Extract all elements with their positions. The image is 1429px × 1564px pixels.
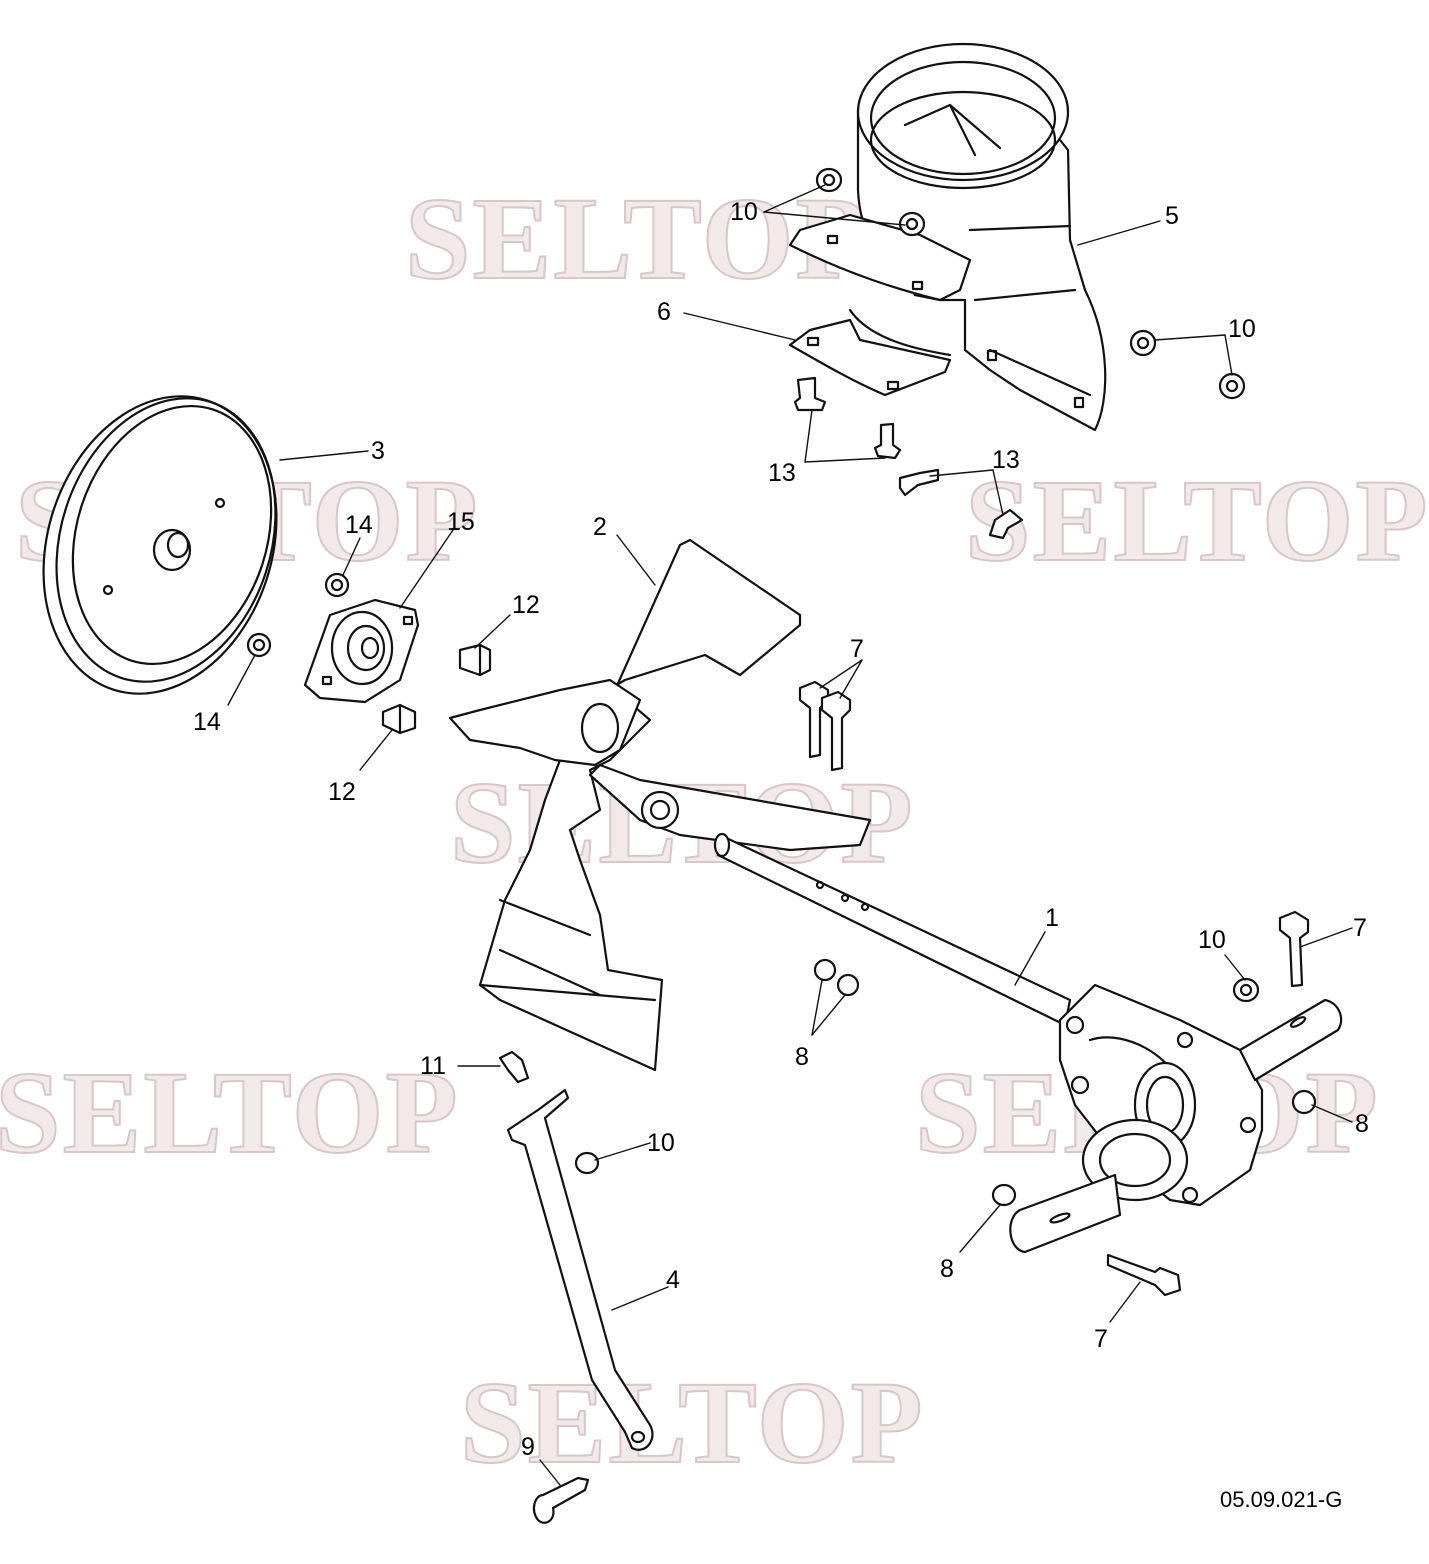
callout-8: 8 [940, 1255, 954, 1283]
callout-7: 7 [850, 635, 864, 663]
callout-8: 8 [795, 1043, 809, 1071]
callout-10: 10 [647, 1129, 675, 1157]
callout-labels: 5 10 6 10 13 13 3 14 15 14 2 12 12 7 1 7… [193, 198, 1369, 1461]
callout-8: 8 [1355, 1110, 1369, 1138]
part-1-shaft-gearbox [713, 832, 1343, 1254]
callout-1: 1 [1045, 904, 1059, 932]
document-id: 05.09.021-G [1220, 1487, 1342, 1512]
callout-2: 2 [593, 513, 607, 541]
callout-15: 15 [447, 508, 475, 536]
callout-7: 7 [1094, 1325, 1108, 1353]
part-5-chute [856, 42, 1107, 432]
part-4-control-rod [506, 1088, 654, 1451]
callout-10: 10 [1198, 926, 1226, 954]
part-15-bearing-flange [303, 598, 420, 704]
callout-9: 9 [521, 1433, 535, 1461]
callout-3: 3 [371, 437, 385, 465]
leader-lines [227, 184, 1353, 1486]
callout-6: 6 [657, 298, 671, 326]
part-6-deflector [788, 213, 972, 397]
part-2-housing [448, 538, 872, 1072]
callout-13: 13 [768, 459, 796, 487]
callout-12: 12 [328, 778, 356, 806]
callout-10: 10 [1228, 315, 1256, 343]
part-3-pulley [42, 395, 278, 695]
callout-7: 7 [1353, 914, 1367, 942]
callout-12: 12 [512, 591, 540, 619]
callout-14: 14 [193, 708, 221, 736]
callout-11: 11 [420, 1052, 446, 1080]
hardware-fasteners [246, 167, 1317, 1524]
callout-14: 14 [345, 511, 373, 539]
callout-5: 5 [1165, 202, 1179, 230]
watermark-layer: SELTOP SELTOP SELTOP SELTOP SELTOP SELTO… [0, 172, 1429, 1489]
callout-10: 10 [730, 198, 758, 226]
watermark-text: SELTOP [460, 1357, 925, 1488]
callout-13: 13 [992, 446, 1020, 474]
callout-4: 4 [666, 1266, 680, 1294]
watermark-text: SELTOP [0, 1047, 460, 1178]
watermark-text: SELTOP [405, 173, 870, 304]
watermark-text: SELTOP [965, 455, 1429, 586]
